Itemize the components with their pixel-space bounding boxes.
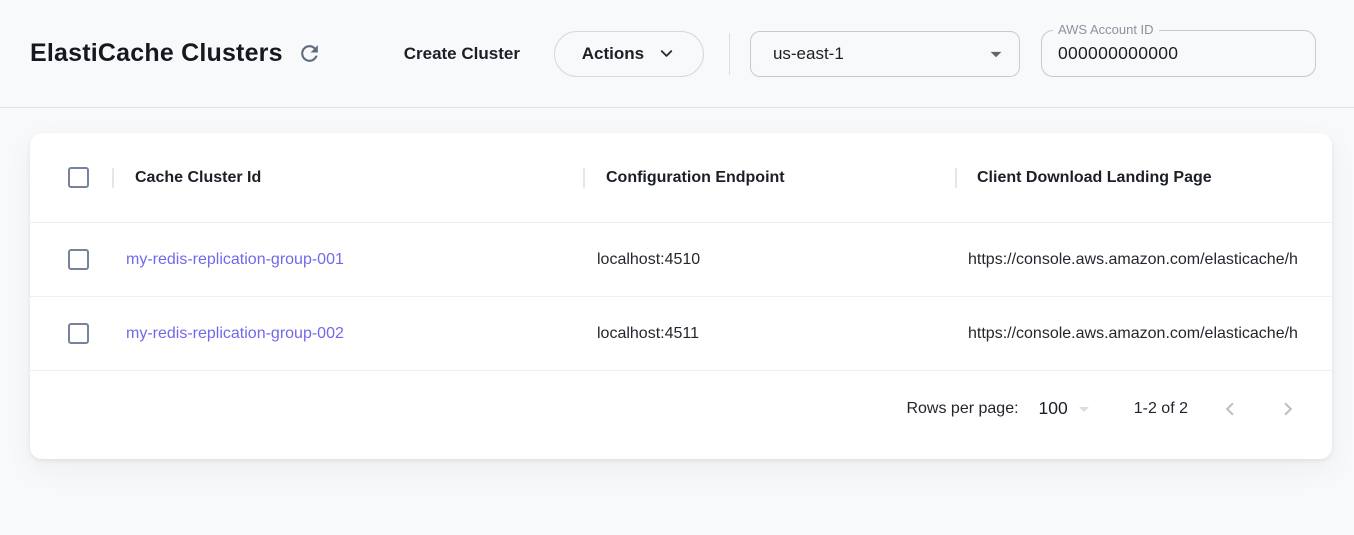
configuration-endpoint-cell: localhost:4510 — [597, 250, 701, 268]
table-row: my-redis-replication-group-001 localhost… — [30, 223, 1332, 297]
cluster-id-link[interactable]: my-redis-replication-group-002 — [126, 324, 344, 342]
column-header-configuration-endpoint[interactable]: Configuration Endpoint — [606, 168, 785, 186]
rows-per-page-value: 100 — [1038, 398, 1068, 418]
rows-per-page-select[interactable]: 100 — [1039, 397, 1096, 421]
table-row: my-redis-replication-group-002 localhost… — [30, 297, 1332, 371]
column-header-client-download-landing-page[interactable]: Client Download Landing Page — [977, 168, 1212, 186]
pagination-range-label: 1-2 of 2 — [1133, 399, 1188, 417]
client-download-url-cell: https://console.aws.amazon.com/elasticac… — [968, 324, 1298, 342]
chevron-down-icon — [660, 50, 673, 57]
client-download-url-cell: https://console.aws.amazon.com/elasticac… — [968, 250, 1298, 268]
actions-button-label: Actions — [581, 43, 645, 63]
cluster-id-link[interactable]: my-redis-replication-group-001 — [126, 250, 344, 268]
refresh-icon — [301, 45, 319, 62]
actions-menu-button[interactable]: Actions — [553, 30, 704, 77]
previous-page-button[interactable] — [1216, 395, 1244, 423]
column-separator — [112, 167, 114, 188]
create-cluster-button[interactable]: Create Cluster — [403, 43, 520, 63]
arrow-dropdown-icon — [1078, 406, 1089, 412]
aws-account-id-label: AWS Account ID — [1052, 22, 1159, 37]
configuration-endpoint-cell: localhost:4511 — [597, 324, 699, 342]
next-page-button[interactable] — [1274, 395, 1302, 423]
top-toolbar: ElastiCache Clusters Create Cluster Acti… — [0, 0, 1354, 108]
chevron-left-icon — [1225, 402, 1234, 415]
table-header-row: Cache Cluster Id Configuration Endpoint … — [30, 133, 1332, 223]
table-pagination: Rows per page: 100 1-2 of 2 — [30, 371, 1332, 458]
chevron-right-icon — [1284, 402, 1293, 415]
column-separator — [583, 167, 585, 188]
region-select-value: us-east-1 — [772, 43, 844, 63]
arrow-dropdown-icon — [990, 51, 1002, 57]
row-checkbox[interactable] — [68, 249, 89, 270]
aws-account-id-field[interactable]: AWS Account ID — [1040, 22, 1316, 77]
region-select[interactable]: us-east-1 — [749, 30, 1020, 77]
clusters-table-card: Cache Cluster Id Configuration Endpoint … — [30, 133, 1332, 459]
select-all-checkbox[interactable] — [68, 167, 89, 188]
page-title: ElastiCache Clusters — [30, 39, 283, 67]
toolbar-divider — [728, 32, 730, 75]
column-header-cache-cluster-id[interactable]: Cache Cluster Id — [135, 168, 262, 186]
refresh-button[interactable] — [296, 40, 324, 68]
aws-account-id-input[interactable] — [1057, 43, 1299, 64]
rows-per-page-label: Rows per page: — [906, 399, 1019, 417]
row-checkbox[interactable] — [68, 323, 89, 344]
column-separator — [955, 167, 957, 188]
